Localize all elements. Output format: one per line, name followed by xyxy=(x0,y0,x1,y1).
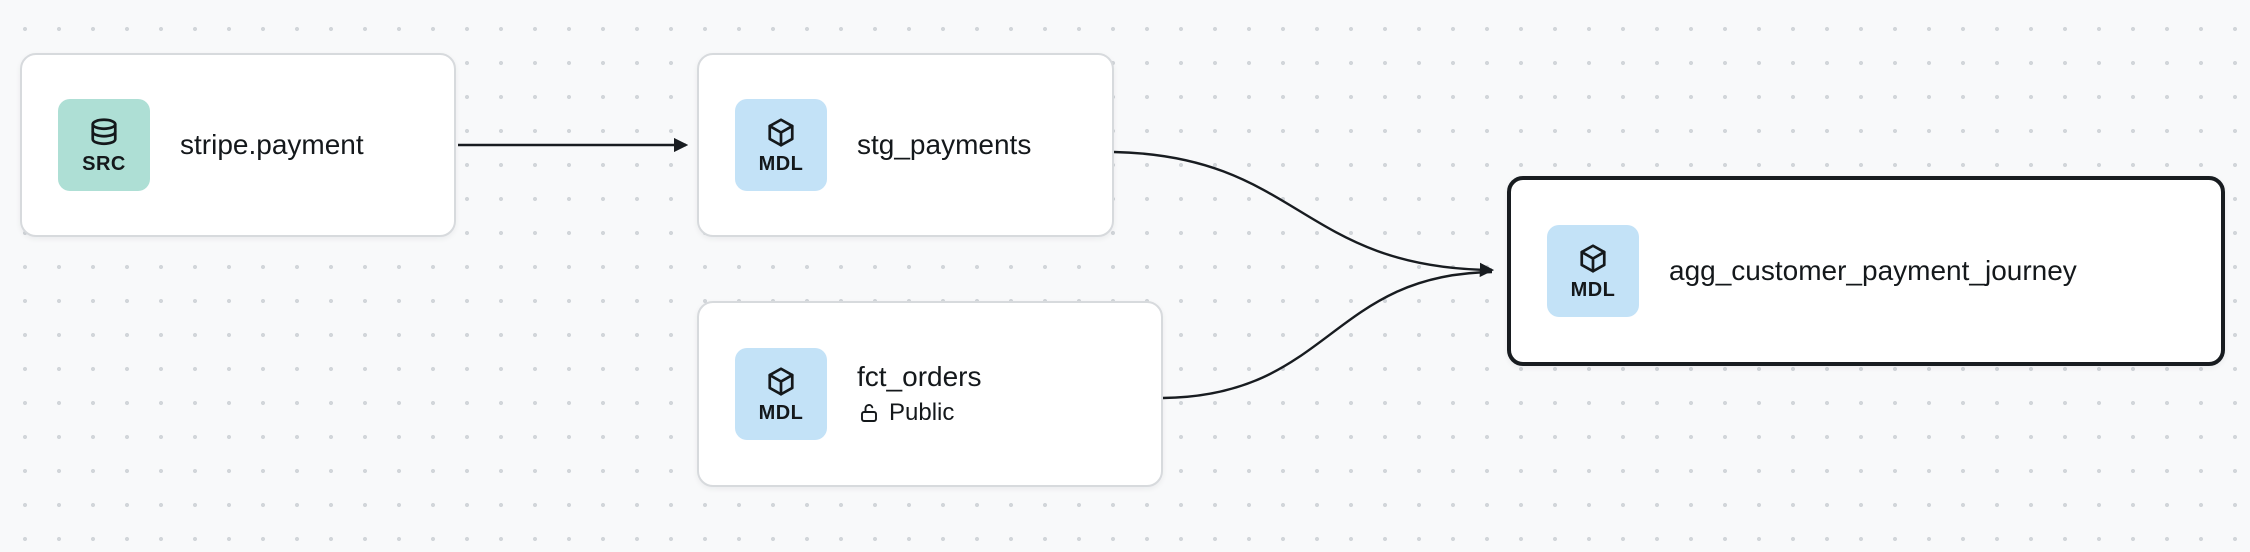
edge-stg-payments-to-agg-customer-payment-journey xyxy=(1113,150,1495,278)
unlock-icon xyxy=(861,404,877,422)
cube-icon xyxy=(768,118,794,147)
cube-icon xyxy=(1580,244,1606,273)
visibility-row: Public xyxy=(857,399,982,427)
source-type-badge: SRC xyxy=(58,99,150,191)
node-agg-customer-payment-journey[interactable]: MDL agg_customer_payment_journey xyxy=(1507,176,2225,366)
node-fct-orders[interactable]: MDL fct_orders Public xyxy=(697,301,1163,487)
node-stg-payments[interactable]: MDL stg_payments xyxy=(697,53,1114,237)
badge-label: MDL xyxy=(1570,279,1616,301)
model-type-badge: MDL xyxy=(1547,225,1639,317)
database-icon xyxy=(91,118,117,146)
node-title: stripe.payment xyxy=(180,129,364,160)
node-title: stg_payments xyxy=(857,129,1032,160)
badge-label: MDL xyxy=(758,153,804,175)
node-title: agg_customer_payment_journey xyxy=(1669,255,2077,286)
edge-fct-orders-to-agg-customer-payment-journey xyxy=(1162,270,1493,400)
model-type-badge: MDL xyxy=(735,348,827,440)
node-stripe-payment[interactable]: SRC stripe.payment xyxy=(20,53,456,237)
badge-label: MDL xyxy=(758,402,804,424)
badge-label: SRC xyxy=(82,153,126,175)
visibility-label: Public xyxy=(889,399,955,426)
model-type-badge: MDL xyxy=(735,99,827,191)
cube-icon xyxy=(768,367,794,396)
node-title: fct_orders xyxy=(857,361,982,392)
